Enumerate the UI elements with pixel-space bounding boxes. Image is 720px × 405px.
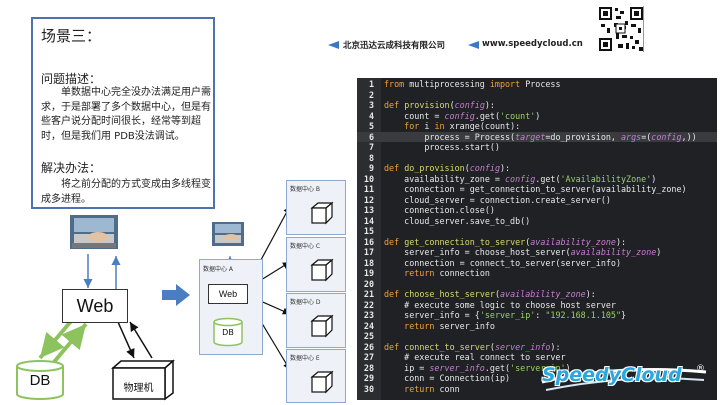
code-line: 27 # execute real connect to server [363,352,566,362]
datacenter-e-label: 数据中心 E [290,355,320,362]
problem-text: 单数据中心完全没办法满足用户需求，于是部署了多个数据中心，但是有些客户说分配时间… [41,87,211,142]
web-server-node-small: Web [208,284,248,304]
code-line: 10 availability_zone = config.get('Avail… [363,173,657,184]
db-cylinder-icon: DB [16,360,64,400]
code-line: 25 [363,331,374,341]
datacenter-a-label: 数据中心 A [203,266,234,273]
code-line: 7 process.start() [368,142,500,152]
scene-title: 场景三： [41,27,102,45]
datacenter-e-box: 数据中心 E [286,349,346,403]
solution-heading: 解决办法： [41,161,102,175]
code-line: 29 conn = Connection(ip) [363,373,511,383]
server-cube-icon [310,314,334,338]
logo-registered-mark: ® [696,364,705,374]
physical-machine-label: 物理机 [123,383,154,394]
code-line: 19 return connection [363,268,490,278]
db-label: DB [29,372,51,389]
code-line: 4 count = config.get('count') [368,110,541,121]
datacenter-d-box: 数据中心 D [286,293,346,348]
laptop-user-icon [68,213,120,251]
physical-machine-icon: 物理机 [111,359,175,401]
datacenter-c-label: 数据中心 C [290,243,321,250]
solution-text: 将之前分配的方式变成由多线程变成多进程。 [41,179,211,205]
code-line: 23 server_info = {'server_ip': "192.168.… [363,310,627,320]
header-arrow-icon-2 [468,41,479,49]
code-line: 14 cloud_server.save_to_db() [363,215,531,226]
datacenter-c-box: 数据中心 C [286,237,346,292]
server-cube-icon [310,201,334,225]
code-line: 22 # execute some logic to choose host s… [363,299,616,310]
server-cube-icon [310,258,334,282]
speedycloud-logo: SpeedyCloud ® [536,360,716,396]
web-server-node: Web [62,289,128,323]
code-line: 17 server_info = choose_host_server(avai… [363,247,662,257]
server-cube-icon [310,370,334,394]
website-url[interactable]: www.speedycloud.cn [482,39,583,49]
code-line: 15 [363,226,374,236]
datacenter-b-label: 数据中心 B [290,186,321,193]
company-name: 北京迅达云成科技有限公司 [343,41,446,51]
code-line: 30 return conn [363,383,460,394]
datacenter-d-label: 数据中心 D [290,299,321,306]
code-line: 24 return server_info [363,320,495,331]
logo-text: SpeedyCloud [542,364,682,386]
problem-heading: 问题描述： [41,72,102,86]
laptop-user-icon-small [211,221,245,247]
code-line: 18 connection = connect_to_server(server… [363,257,621,268]
code-line: 13 connection.close() [363,205,495,215]
logo-swoosh-icon [541,368,707,391]
datacenter-b-box: 数据中心 B [286,180,346,235]
code-line: 2 [368,89,374,100]
db-cylinder-icon-small: DB [213,317,243,347]
db-label-small: DB [222,328,234,337]
code-line: 28 ip = server_info.get('server_ip') [363,362,571,373]
code-line-highlighted: 6 process = Process(target=do_provision,… [357,131,717,142]
code-line: 12 cloud_server = connection.create_serv… [363,194,611,205]
datacenter-a-box: 数据中心 A [199,259,263,355]
web-label-small: Web [218,289,238,299]
code-line: 20 [363,278,374,289]
qr-code-icon [598,6,644,52]
code-line: 11 connection = get_connection_to_server… [363,184,687,194]
web-label: Web [76,296,114,316]
code-line: 5 for i in xrange(count): [368,121,521,131]
header-arrow-icon [328,41,339,49]
code-line: 8 [368,152,374,163]
scenario-textbox: 场景三： 问题描述： 单数据中心完全没办法满足用户需求，于是部署了多个数据中心，… [31,17,215,209]
header-divider [643,6,644,52]
